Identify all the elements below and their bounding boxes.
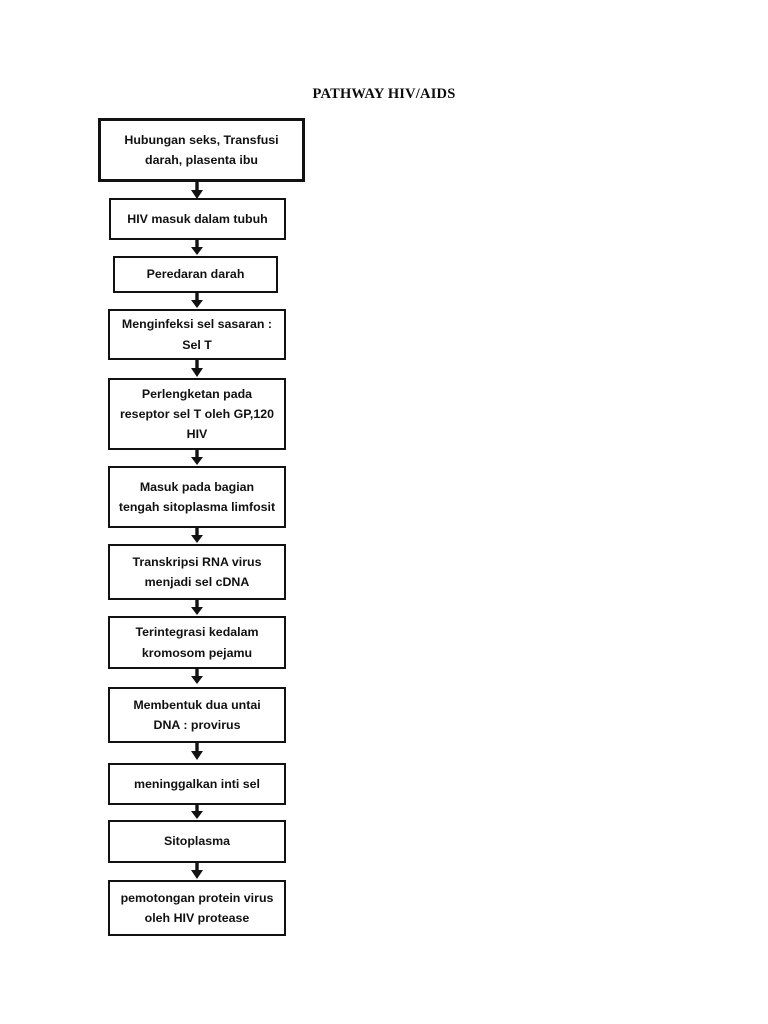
page-title: PATHWAY HIV/AIDS [312,86,456,102]
flow-node-1[interactable]: Hubungan seks, Transfusi darah, plasenta… [98,118,305,182]
arrow-down-icon-5 [188,450,206,466]
flow-node-4[interactable]: Menginfeksi sel sasaran : Sel T [108,309,286,360]
flow-node-9[interactable]: Membentuk dua untai DNA : provirus [108,687,286,743]
arrow-down-icon-10 [188,805,206,820]
arrow-down-icon-7 [188,600,206,616]
arrow-down-icon-11 [188,863,206,880]
flow-node-5[interactable]: Perlengketan pada reseptor sel T oleh GP… [108,378,286,450]
arrow-down-icon-8 [188,669,206,685]
flow-node-12[interactable]: pemotongan protein virus oleh HIV protea… [108,880,286,936]
flow-node-11[interactable]: Sitoplasma [108,820,286,863]
arrow-down-icon-1 [188,182,206,200]
arrow-down-icon-6 [188,528,206,544]
arrow-down-icon-9 [188,743,206,761]
flow-node-2[interactable]: HIV masuk dalam tubuh [109,198,286,240]
flow-node-3[interactable]: Peredaran darah [113,256,278,293]
arrow-down-icon-2 [188,240,206,256]
flow-node-6[interactable]: Masuk pada bagian tengah sitoplasma limf… [108,466,286,528]
flow-node-10[interactable]: meninggalkan inti sel [108,763,286,805]
flow-node-8[interactable]: Terintegrasi kedalam kromosom pejamu [108,616,286,669]
arrow-down-icon-3 [188,293,206,309]
flow-node-7[interactable]: Transkripsi RNA virus menjadi sel cDNA [108,544,286,600]
arrow-down-icon-4 [188,360,206,378]
